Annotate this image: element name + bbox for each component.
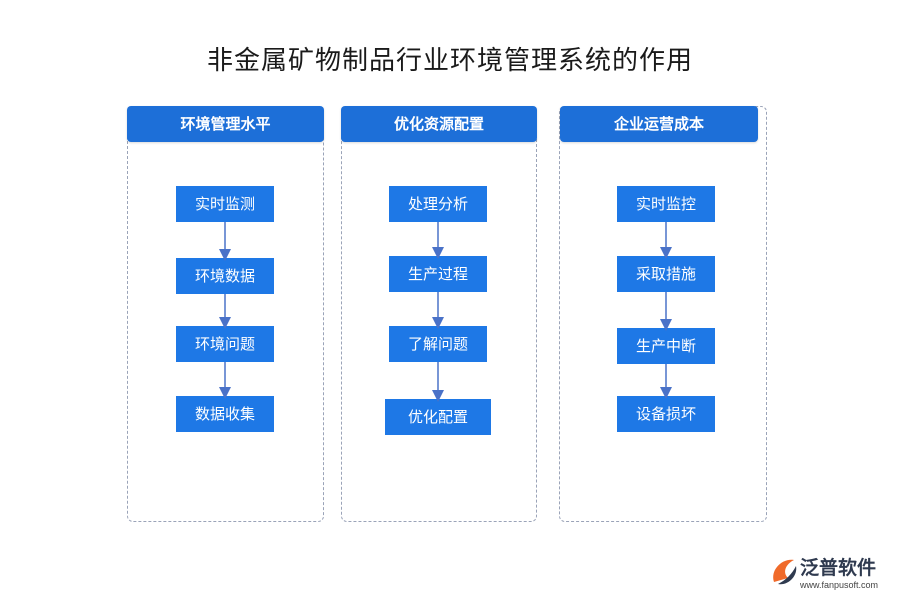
- logo-name: 泛普软件: [800, 557, 877, 579]
- column-header-resource: 优化资源配置: [341, 106, 537, 142]
- fanpu-logo-icon: [773, 559, 797, 585]
- logo-url: www.fanpusoft.com: [800, 580, 879, 590]
- column-header-environment: 环境管理水平: [127, 106, 324, 142]
- step-node: 实时监测: [176, 186, 274, 222]
- column-header-cost: 企业运营成本: [560, 106, 758, 142]
- step-node: 生产过程: [389, 256, 487, 292]
- step-node: 设备损坏: [617, 396, 715, 432]
- step-node: 环境问题: [176, 326, 274, 362]
- column-cost-frame: [559, 106, 767, 522]
- column-environment-frame: [127, 106, 324, 522]
- diagram-title: 非金属矿物制品行业环境管理系统的作用: [206, 46, 693, 76]
- step-node: 数据收集: [176, 396, 274, 432]
- step-node: 生产中断: [617, 328, 715, 364]
- step-node: 环境数据: [176, 258, 274, 294]
- step-node: 优化配置: [385, 399, 491, 435]
- step-node: 处理分析: [389, 186, 487, 222]
- step-node: 了解问题: [389, 326, 487, 362]
- step-node: 采取措施: [617, 256, 715, 292]
- column-resource-frame: [341, 106, 537, 522]
- step-node: 实时监控: [617, 186, 715, 222]
